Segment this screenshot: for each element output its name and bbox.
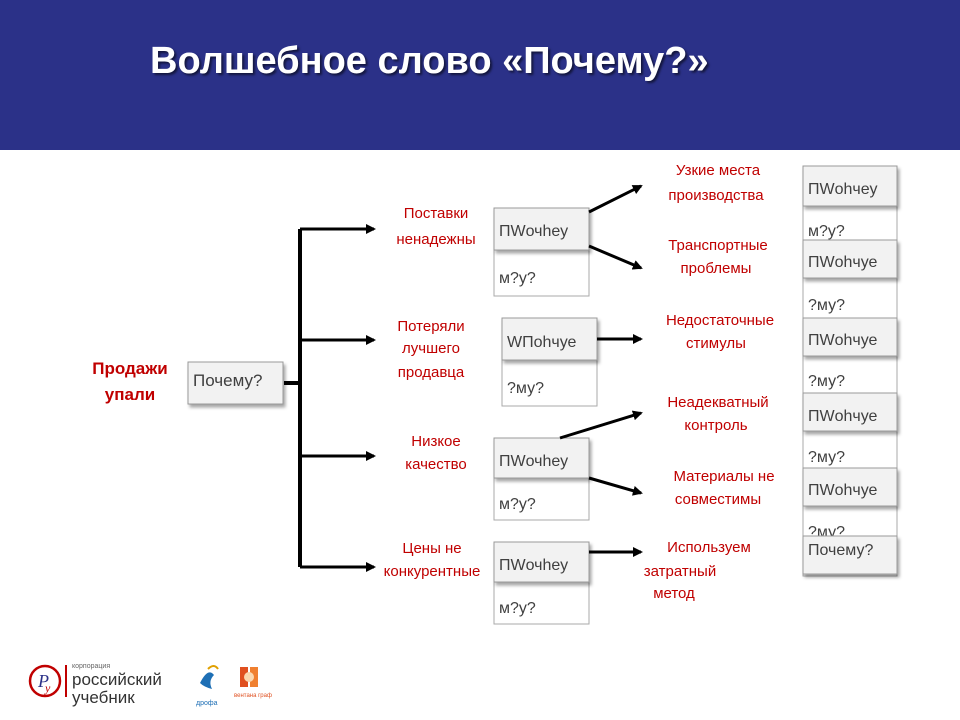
footer-small-label: корпорация (72, 663, 110, 670)
cause-control-1: Неадекватный (667, 394, 768, 411)
why-box-l3-4-bottom: ?му? (808, 449, 845, 466)
why-box-l3-3-bottom: ?му? (808, 373, 845, 390)
arrow-to-bottlenecks (588, 184, 643, 214)
cause-incentives-2: стимулы (686, 335, 746, 352)
root-label-line2: упали (105, 385, 155, 404)
rossiysky-uchebnik-logo: Р у корпорация российский учебник (28, 663, 162, 707)
why-box-l3-2: ПWоhчуе ?му? (802, 239, 898, 314)
footer-logos: Р у корпорация российский учебник дрофа … (28, 663, 272, 707)
why-box-supply-top: ПWочhеу (499, 223, 568, 240)
drofa-label: дрофа (196, 700, 218, 707)
svg-text:у: у (44, 681, 51, 695)
why-box-prices-top: ПWочhеу (499, 557, 568, 574)
cause-transport-1: Транспортные (668, 237, 768, 254)
branch-label-quality-1: Низкое (411, 433, 461, 450)
why-box-quality: ПWочhеу м?у? (493, 437, 590, 521)
arrow-to-transport (588, 244, 643, 270)
why-box-l3-1-bottom: м?у? (808, 223, 845, 240)
cause-materials-2: совместимы (675, 491, 761, 508)
why-box-supply-bottom: м?у? (499, 270, 536, 287)
branch-label-prices-2: конкурентные (384, 563, 481, 580)
main-bracket (284, 229, 302, 567)
ventana-graf-logo: вентана граф (234, 667, 272, 699)
why-box-quality-top: ПWочhеу (499, 453, 568, 470)
branch-label-seller-3: продавца (398, 364, 465, 381)
title-banner: Волшебное слово «Почему?» (0, 0, 960, 150)
cause-costly-method-3: метод (653, 585, 695, 602)
why-box-l3-3-top: ПWоhчуе (808, 332, 878, 349)
drofa-logo: дрофа (196, 665, 219, 707)
why-box-quality-bottom: м?у? (499, 496, 536, 513)
cause-incentives-1: Недостаточные (666, 312, 774, 329)
cause-transport-2: проблемы (681, 260, 752, 277)
why-box-seller-top: WПоhчуе (507, 334, 577, 351)
cause-costly-method-2: затратный (644, 563, 716, 580)
branch-label-seller-2: лучшего (402, 340, 460, 357)
why-stack: ПWоhчеу м?у? ПWоhчуе ?му? ПWоhчуе ?му? П… (802, 165, 898, 577)
branch-label-seller-1: Потеряли (397, 318, 464, 335)
root-why-box: Почему? (187, 361, 284, 405)
why-box-prices-bottom: м?у? (499, 600, 536, 617)
why-box-seller-bottom: ?му? (507, 380, 544, 397)
cause-bottlenecks-2: производства (668, 187, 764, 204)
why-box-l3-6-top: Почему? (808, 542, 873, 559)
why-box-l3-4-top: ПWоhчуе (808, 408, 878, 425)
why-box-l3-2-top: ПWоhчуе (808, 254, 878, 271)
why-box-seller: WПоhчуе ?му? (501, 317, 598, 407)
svg-text:Р: Р (37, 671, 49, 691)
cause-materials-1: Материалы не (673, 468, 774, 485)
arrow-to-control (559, 410, 643, 440)
why-box-l3-2-bottom: ?му? (808, 297, 845, 314)
arrow-to-materials (588, 476, 643, 496)
why-box-l3-6: Почему? (802, 535, 898, 575)
why-box-l3-1: ПWоhчеу м?у? (802, 165, 898, 240)
why-box-supply: ПWочhеу м?у? (493, 207, 590, 297)
branch-label-supply-2: ненадежны (396, 231, 475, 248)
why-box-l3-5-top: ПWоhчуе (808, 482, 878, 499)
why-box-l3-3: ПWоhчуе ?му? (802, 317, 898, 390)
why-box-l3-1-top: ПWоhчеу (808, 181, 877, 198)
ventana-label: вентана граф (234, 693, 272, 699)
branch-label-supply-1: Поставки (404, 205, 469, 222)
cause-control-2: контроль (684, 417, 747, 434)
cause-costly-method-1: Используем (667, 539, 751, 556)
page-title: Волшебное слово «Почему?» (150, 40, 709, 82)
why-box-l3-4: ПWоhчуе ?му? (802, 392, 898, 466)
footer-brand-line2: учебник (72, 688, 135, 707)
root-why-text: Почему? (193, 371, 262, 390)
branch-label-prices-1: Цены не (402, 540, 461, 557)
branch-label-quality-2: качество (405, 456, 467, 473)
cause-bottlenecks-1: Узкие места (676, 162, 761, 179)
footer-brand-line1: российский (72, 670, 162, 689)
root-label-line1: Продажи (92, 359, 168, 378)
why-box-prices: ПWочhеу м?у? (493, 541, 590, 625)
